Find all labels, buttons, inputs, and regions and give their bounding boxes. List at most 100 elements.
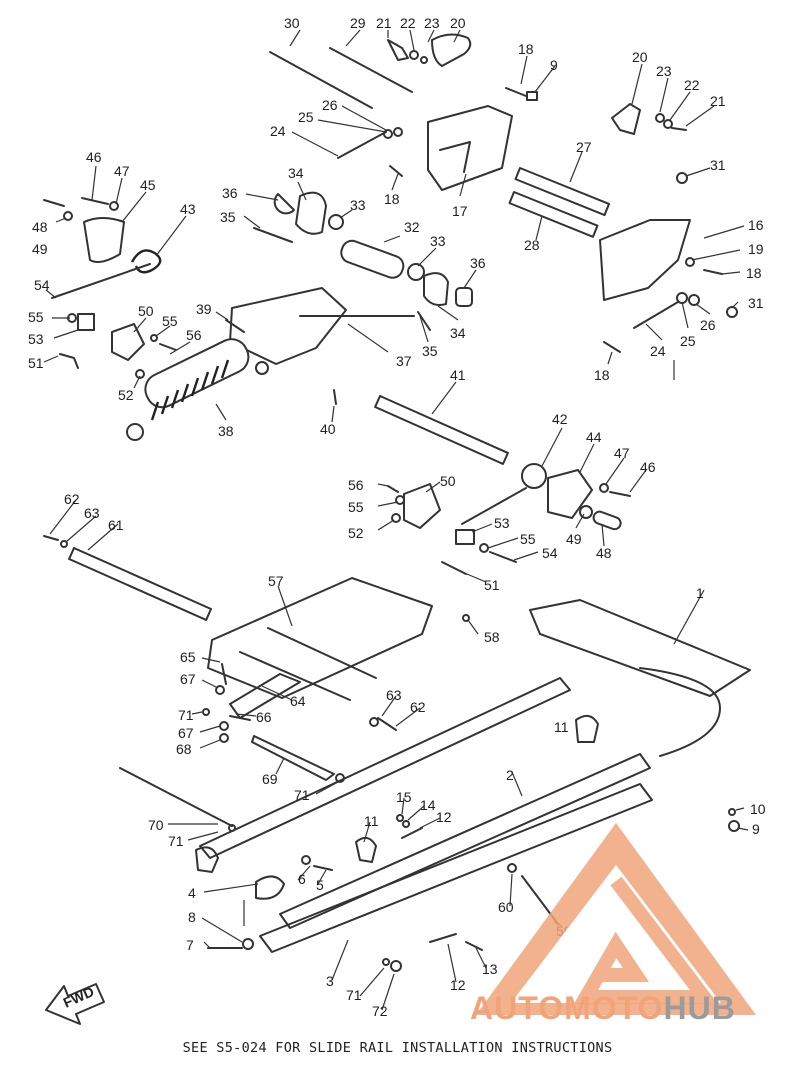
nut-72 [390,960,402,972]
callout-28: 28 [524,237,540,253]
bolt-35-lower [417,311,431,331]
callout-26: 26 [322,97,338,113]
callout-20: 20 [450,15,466,31]
callout-71: 71 [294,787,310,803]
washer-22-right [663,119,673,129]
left-spring-parts [43,197,177,379]
callout-36: 36 [222,185,238,201]
logo-g-mark [573,876,719,1004]
washer-47-upper [109,201,119,211]
long-rod-30 [269,51,373,109]
shaft-32 [340,239,405,279]
callout-65: 65 [180,649,196,665]
callout-61: 61 [108,517,124,533]
callout-69: 69 [262,771,278,787]
callout-55: 55 [520,531,536,547]
bolt-12-lower [429,933,457,943]
callout-3: 3 [326,973,334,989]
callout-8: 8 [188,909,196,925]
callout-43: 43 [180,201,196,217]
callout-30: 30 [284,15,300,31]
bolt-18-lower [603,341,621,353]
collar-36-left [273,193,295,215]
front-arm-tubes [239,627,377,701]
callout-22: 22 [684,77,700,93]
front-arm-frame-57 [207,577,433,699]
arm-bracket-16 [599,219,691,301]
callout-72: 72 [372,1003,388,1019]
adjuster-50-left [111,323,145,361]
callout-55: 55 [348,499,364,515]
callout-71: 71 [168,833,184,849]
nut-31-right [726,306,738,318]
callout-7: 7 [186,937,194,953]
rod-70 [119,767,233,827]
track-1-curve [639,667,721,757]
slide-runner-3 [259,783,653,953]
callout-27: 27 [576,139,592,155]
shaft-28 [508,191,599,238]
callout-63: 63 [84,505,100,521]
clip-55-left [150,334,158,342]
lower-frame-assembly [43,535,751,972]
callout-35: 35 [220,209,236,225]
washer-22 [409,50,419,60]
callout-18: 18 [746,265,762,281]
callout-62: 62 [64,491,80,507]
link-21 [387,39,409,61]
bolt-62-upper [43,535,59,541]
callout-34: 34 [288,165,304,181]
washer-14 [402,820,410,828]
callout-36: 36 [470,255,486,271]
slide-rail-2-lower [279,753,651,929]
stopper-block-4 [255,875,285,900]
washer-25-right [676,292,688,304]
callout-60: 60 [498,899,514,915]
spring-bracket-45 [83,217,125,263]
callout-38: 38 [218,423,234,439]
callout-52: 52 [348,525,364,541]
washer-8 [242,938,254,950]
callout-9: 9 [752,821,760,837]
rail-end-block [195,846,219,873]
pin-56-right [387,485,399,493]
nut-71-upper [202,708,210,716]
callout-67: 67 [180,671,196,687]
callout-46: 46 [86,149,102,165]
bushing-26 [393,127,403,137]
callout-48: 48 [32,219,48,235]
callout-54: 54 [542,545,558,561]
torsion-spring-42 [521,463,547,489]
upper-linkage-parts [269,33,738,353]
callout-56: 56 [348,477,364,493]
callout-19: 19 [748,241,764,257]
watermark-wordmark: AUTOMOTOHUB [470,990,770,1027]
callout-26: 26 [700,317,716,333]
right-spring-parts [387,463,631,575]
callout-49: 49 [566,531,582,547]
washer-55-lower [479,543,489,553]
callout-29: 29 [350,15,366,31]
callout-11: 11 [364,813,379,829]
callout-23: 23 [424,15,440,31]
fwd-arrow-shape [45,983,105,1025]
washer-49-upper [63,211,73,221]
shaft-41 [374,395,509,465]
stopper-69 [251,735,335,781]
nut-31-top [676,172,688,184]
callout-32: 32 [404,219,420,235]
callout-12: 12 [450,977,466,993]
callout-41: 41 [450,367,466,383]
washer-67-lower [219,721,229,731]
callout-68: 68 [176,741,192,757]
callout-34: 34 [450,325,466,341]
bolt-24 [337,131,387,159]
callout-24: 24 [270,123,286,139]
bracket-20-left [431,33,472,67]
bolt-65 [221,663,227,685]
callout-4: 4 [188,885,196,901]
callout-42: 42 [552,411,568,427]
pin-39 [225,319,245,333]
grease-fitting-40 [333,389,337,405]
callout-50: 50 [440,473,456,489]
